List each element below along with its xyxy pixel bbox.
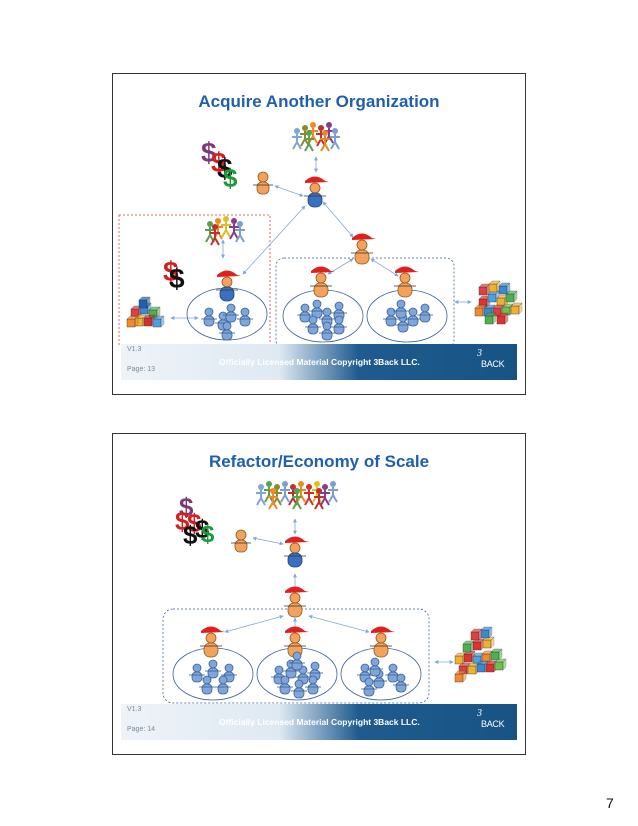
slide-13-diagram: $ $ $ $ $ $: [118, 121, 523, 349]
team-3-members: [356, 657, 410, 697]
svg-text:$: $: [169, 263, 185, 294]
license-text: Officially Licensed Material Copyright 3…: [219, 357, 420, 367]
version-label: V1.3: [127, 706, 142, 713]
funding-dollars: $ $ $ $ $ $: [175, 492, 215, 550]
slide-title: Refactor/Economy of Scale: [208, 452, 430, 471]
team-b-members: [382, 299, 434, 333]
page-label: Page: 13: [127, 366, 156, 373]
stakeholders-acquired: [204, 215, 246, 246]
page-label: Page: 14: [127, 726, 156, 733]
stakeholders-top: [255, 480, 339, 510]
slide-footer: V1.3 Page: 13 Officially Licensed Materi…: [121, 344, 517, 380]
product-blocks-acquired: [126, 296, 165, 328]
funder-person: [252, 171, 274, 195]
team-3-manager: [369, 626, 396, 658]
svg-text:$: $: [187, 508, 202, 538]
product-blocks-existing: [474, 280, 523, 325]
team-a-manager: [309, 266, 336, 298]
connection-arrows: [170, 156, 472, 320]
svg-text:$: $: [201, 137, 217, 168]
3back-logo: 3 BACK: [477, 708, 505, 729]
team-2-members: [270, 651, 324, 699]
connection-arrows: [224, 518, 454, 664]
svg-text:$: $: [211, 147, 227, 178]
acquired-team-members: [200, 303, 254, 341]
svg-text:$: $: [201, 521, 215, 548]
license-text: Officially Licensed Material Copyright 3…: [219, 717, 420, 727]
svg-text:$: $: [195, 514, 210, 544]
version-label: V1.3: [127, 346, 142, 353]
svg-text:$: $: [223, 163, 238, 193]
product-blocks: [454, 626, 507, 683]
executive-person: [303, 176, 330, 208]
slide-13: $ $ $ $ $ $: [112, 73, 526, 395]
team-a-members: [296, 299, 348, 341]
page-number: 7: [606, 795, 614, 811]
team-1-manager: [199, 626, 226, 658]
svg-text:$: $: [217, 153, 233, 184]
existing-org-box: [275, 257, 455, 349]
svg-text:$: $: [183, 520, 198, 550]
executive-person: [283, 536, 310, 568]
team-b-ellipse: [366, 289, 448, 343]
merged-org-box: [162, 608, 430, 704]
team-b-manager: [393, 266, 420, 298]
svg-text:$: $: [179, 492, 194, 522]
3back-logo: 3 BACK: [477, 348, 505, 369]
slide-14-diagram: $ $ $ $ $ $: [162, 480, 507, 704]
slide-title: Acquire Another Organization: [198, 92, 440, 111]
stakeholders-top: [291, 121, 341, 152]
svg-text:$: $: [175, 506, 190, 536]
svg-text:$: $: [163, 256, 179, 287]
funding-dollars: $ $ $ $ $ $: [163, 137, 238, 294]
slide-14: $ $ $ $ $ $ Refactor/: [112, 433, 526, 755]
team-1-members: [188, 659, 238, 695]
acquired-manager: [215, 270, 242, 302]
funder-person: [230, 529, 252, 553]
program-manager: [283, 586, 310, 618]
slide-footer: V1.3 Page: 14 Officially Licensed Materi…: [121, 704, 517, 740]
